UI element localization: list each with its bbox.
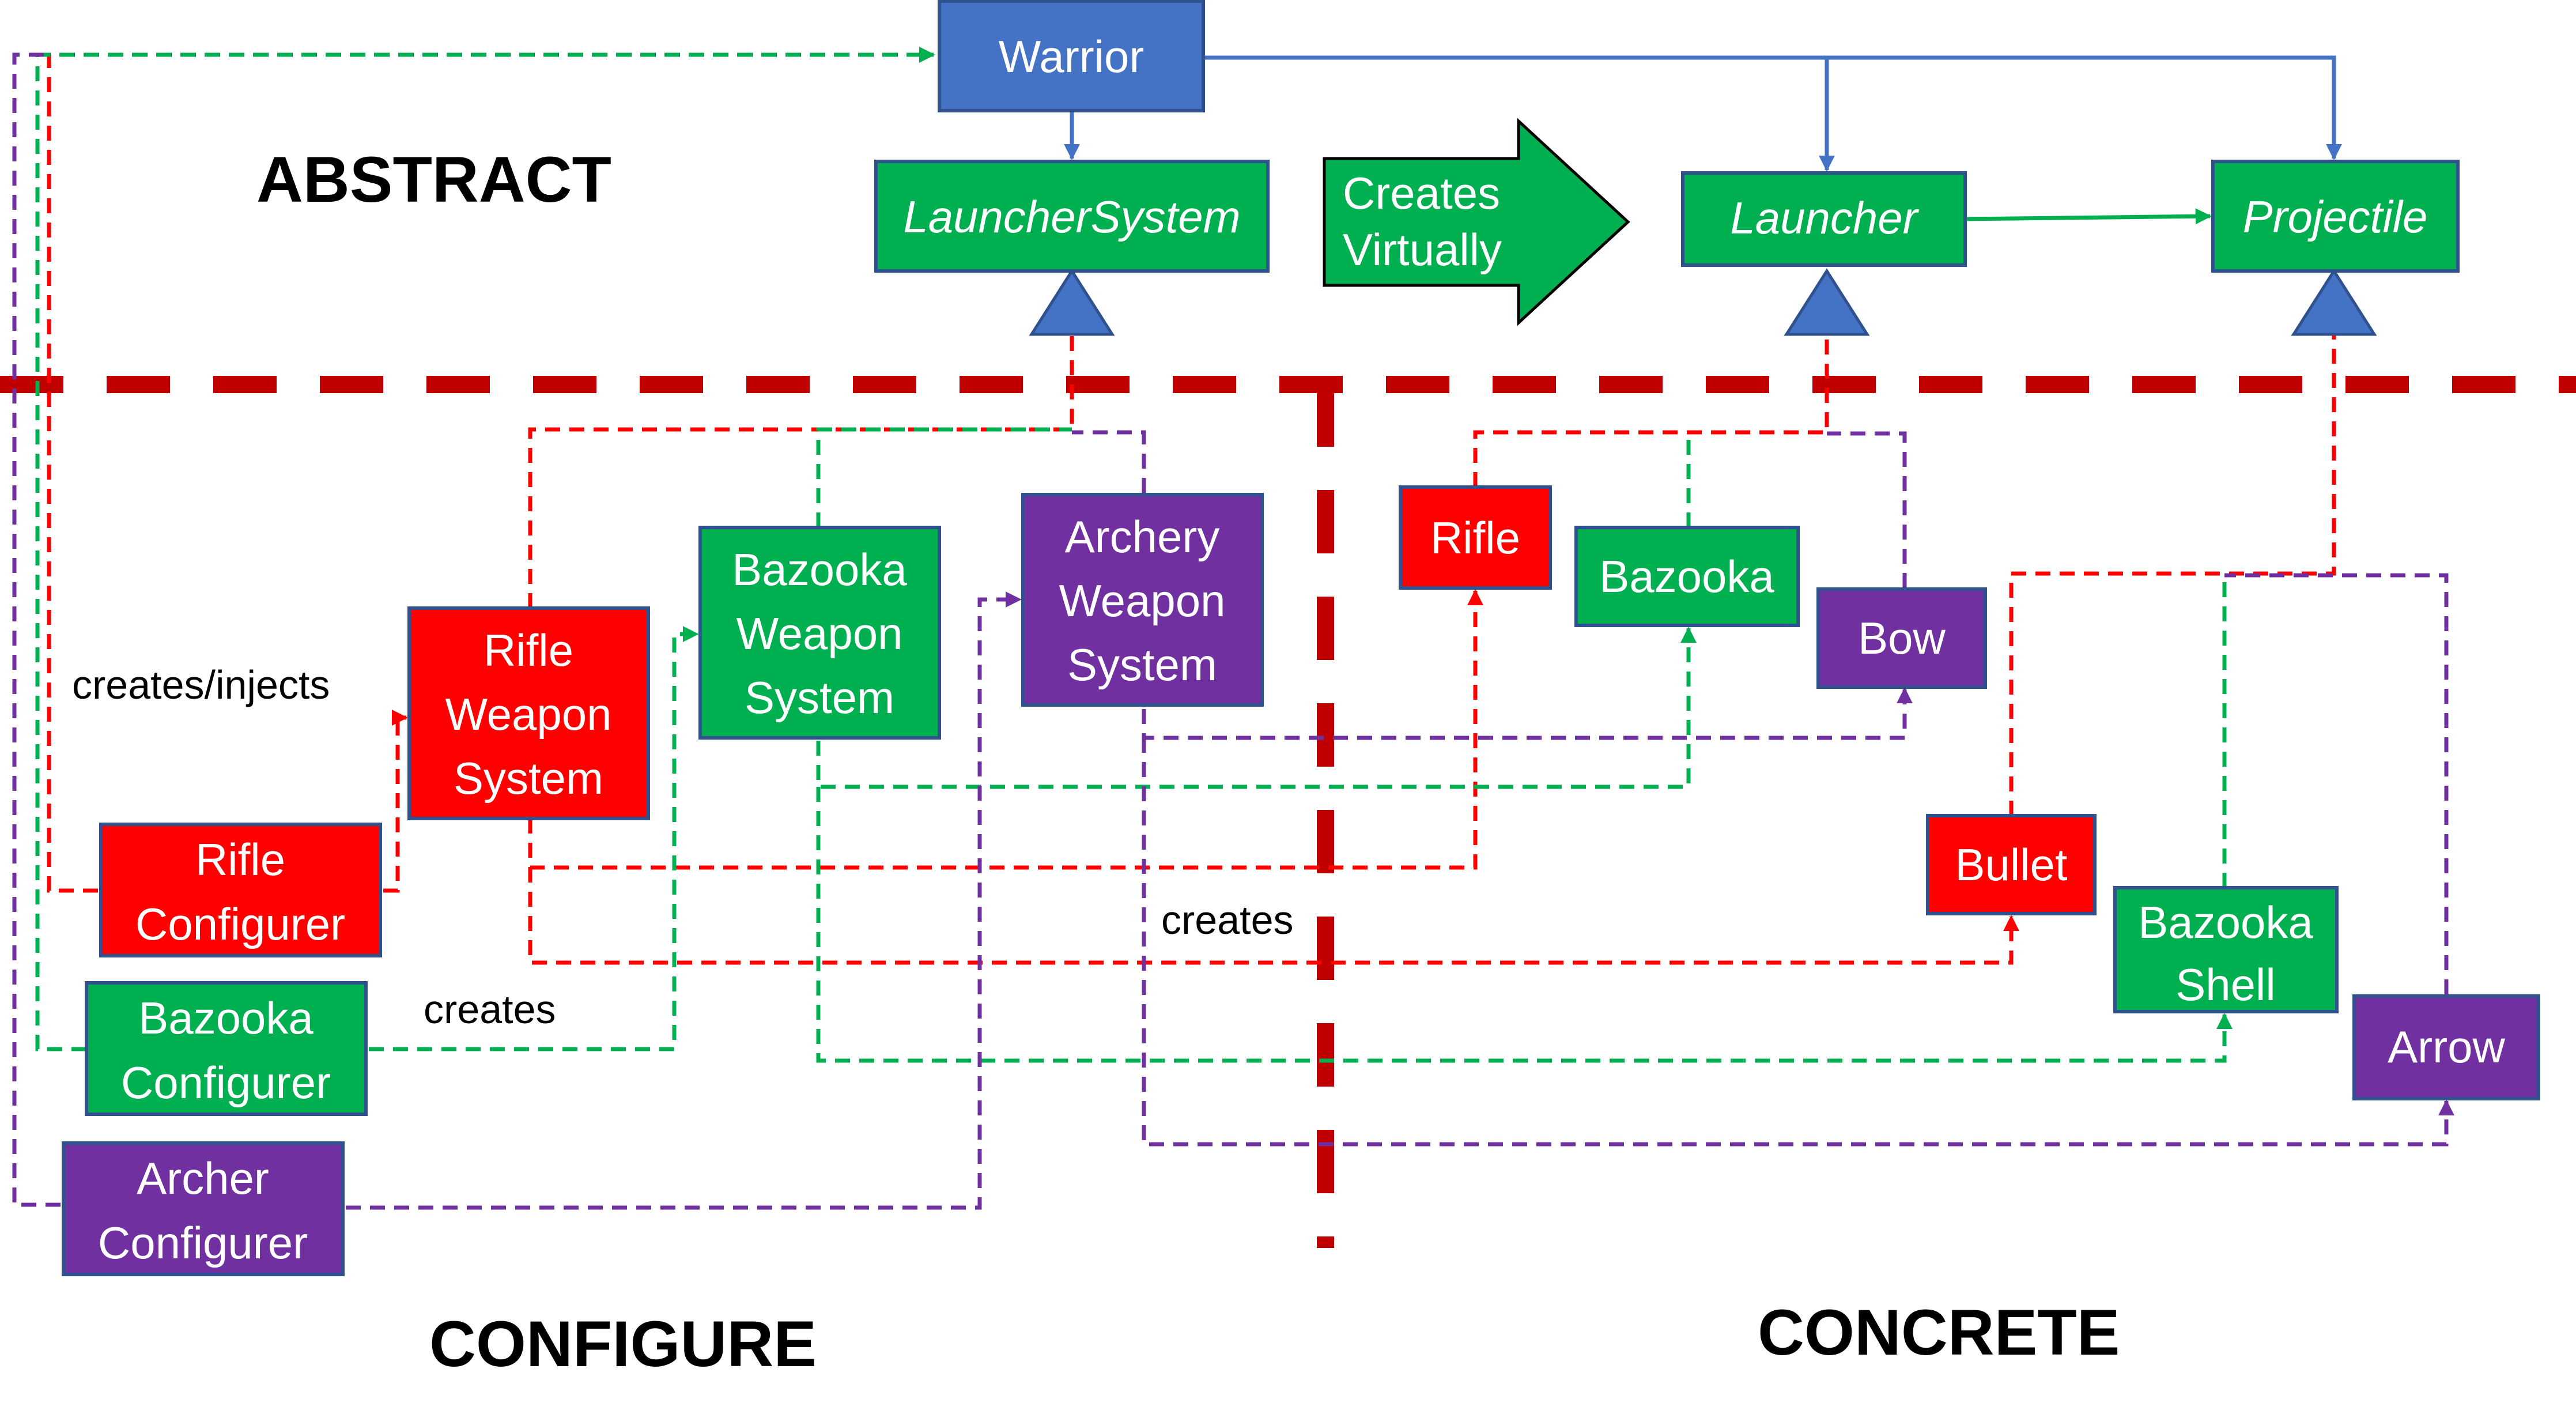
svg-text:Configurer: Configurer — [98, 1217, 308, 1268]
creates-virtually-arrow: Creates Virtually — [1323, 118, 1630, 326]
svg-text:Rifle: Rifle — [484, 625, 573, 676]
heading-configure: CONFIGURE — [429, 1308, 817, 1380]
rifle-configurer-box[interactable]: Rifle Configurer — [99, 823, 382, 957]
svg-text:System: System — [454, 753, 603, 804]
svg-text:Bow: Bow — [1858, 613, 1946, 663]
bazooka-system-creates-bazooka — [816, 627, 1697, 789]
svg-text:Arrow: Arrow — [2388, 1021, 2505, 1072]
svg-text:Bullet: Bullet — [1955, 839, 2067, 890]
svg-text:Archery: Archery — [1065, 511, 1220, 562]
projectile-box[interactable]: Projectile — [2211, 160, 2460, 273]
bazooka-configurer-to-warrior — [35, 47, 935, 1051]
svg-text:Weapon: Weapon — [736, 608, 902, 659]
projectile-inheritance-triangle — [2291, 268, 2377, 336]
archer-configurer-to-warrior — [12, 52, 61, 1207]
heading-abstract: ABSTRACT — [256, 144, 611, 216]
archery-system-creates-arrow — [1142, 738, 2454, 1147]
rifle-weapon-system-box[interactable]: Rifle Weapon System — [407, 606, 650, 820]
bullet-box[interactable]: Bullet — [1926, 814, 2097, 915]
red-connectors — [47, 47, 2336, 965]
rifle-box[interactable]: Rifle — [1399, 485, 1552, 590]
archer-configurer-to-archery-system — [346, 591, 1022, 1210]
svg-text:Archer: Archer — [137, 1153, 269, 1204]
bazooka-box[interactable]: Bazooka — [1574, 526, 1800, 627]
launchersystem-inheritance-triangle — [1029, 268, 1115, 336]
green-connectors — [35, 47, 2233, 1063]
warrior-box[interactable]: Warrior — [938, 0, 1205, 112]
annotation-creates-injects: creates/injects — [72, 662, 330, 707]
launcher-to-projectile-line — [1965, 208, 2212, 225]
annotation-creates-system: creates — [1161, 898, 1294, 942]
bullet-to-projectile — [2009, 334, 2336, 816]
blue-associations — [1064, 55, 2342, 172]
svg-text:Warrior: Warrior — [999, 31, 1145, 82]
annotation-creates-configurer: creates — [424, 987, 556, 1032]
svg-text:Bazooka: Bazooka — [138, 993, 313, 1043]
svg-text:Weapon: Weapon — [445, 689, 611, 740]
svg-text:Bazooka: Bazooka — [1599, 551, 1774, 602]
svg-text:Shell: Shell — [2175, 959, 2275, 1010]
archery-weapon-system-box[interactable]: Archery Weapon System — [1021, 493, 1264, 707]
rifle-system-creates-rifle — [528, 589, 1483, 870]
svg-text:System: System — [745, 672, 894, 723]
archer-configurer-box[interactable]: Archer Configurer — [62, 1141, 345, 1276]
bazooka-system-creates-shell — [816, 787, 2233, 1063]
svg-text:Weapon: Weapon — [1059, 575, 1225, 626]
heading-concrete: CONCRETE — [1758, 1296, 2120, 1368]
rifle-system-creates-bullet — [528, 868, 2019, 965]
bazooka-shell-box[interactable]: Bazooka Shell — [2113, 886, 2339, 1013]
warrior-to-launcher-line — [1204, 55, 2342, 160]
svg-text:LauncherSystem: LauncherSystem — [903, 191, 1240, 242]
bazooka-configurer-to-bazooka-system — [369, 626, 699, 1051]
launcher-box[interactable]: Launcher — [1681, 171, 1967, 267]
launcher-inheritance-triangle — [1784, 268, 1870, 336]
rifle-system-to-launchersystem — [528, 331, 1074, 608]
svg-text:Bazooka: Bazooka — [2138, 897, 2313, 948]
bow-box[interactable]: Bow — [1816, 587, 1987, 689]
bazooka-weapon-system-box[interactable]: Bazooka Weapon System — [698, 526, 941, 740]
launchersystem-box[interactable]: LauncherSystem — [874, 160, 1270, 273]
rifle-configurer-to-warrior — [47, 47, 935, 893]
bazooka-system-to-launchersystem — [816, 427, 1072, 527]
creates-virtually-line-2: Virtually — [1343, 224, 1502, 275]
archery-system-creates-bow — [1142, 687, 1913, 740]
svg-text:Projectile: Projectile — [2243, 191, 2428, 242]
arrow-to-projectile — [2224, 573, 2449, 994]
bow-to-launcher — [1827, 431, 1907, 588]
creates-virtually-line-1: Creates — [1343, 168, 1500, 218]
svg-text:Rifle: Rifle — [1430, 512, 1520, 563]
svg-text:System: System — [1067, 639, 1217, 690]
purple-connectors — [12, 52, 2454, 1210]
svg-text:Bazooka: Bazooka — [732, 544, 907, 595]
arrow-box[interactable]: Arrow — [2352, 994, 2540, 1100]
rifle-configurer-to-rifle-system — [383, 710, 408, 893]
rifle-to-launcher — [1473, 334, 1829, 487]
svg-text:Configurer: Configurer — [135, 899, 345, 949]
svg-text:Configurer: Configurer — [121, 1057, 331, 1108]
svg-text:Rifle: Rifle — [195, 834, 285, 885]
bazooka-configurer-box[interactable]: Bazooka Configurer — [85, 981, 368, 1116]
archery-system-to-launchersystem — [1072, 430, 1146, 493]
svg-text:Launcher: Launcher — [1730, 193, 1919, 243]
